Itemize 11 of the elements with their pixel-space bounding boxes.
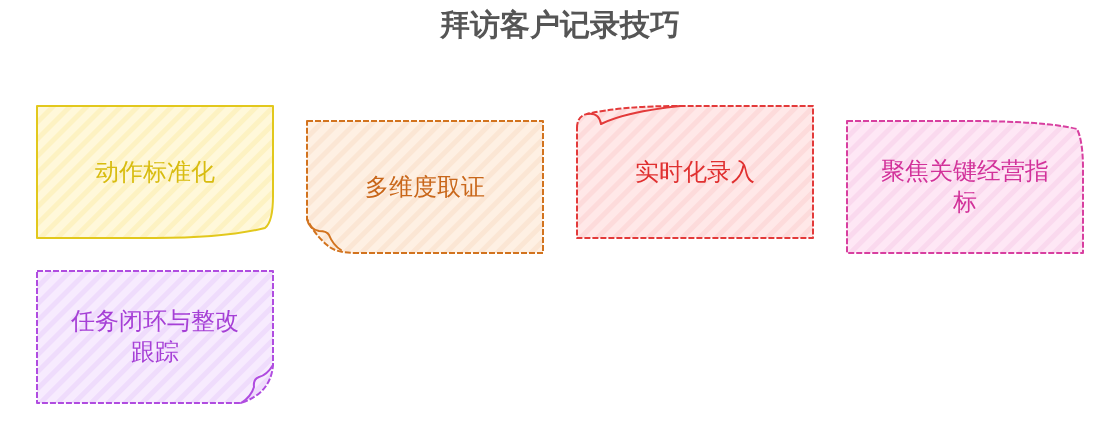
title: 拜访客户记录技巧	[438, 6, 681, 44]
sticky-note	[35, 269, 275, 405]
note-text: 实时化录入	[635, 156, 755, 188]
sticky-note	[305, 119, 545, 255]
sticky-note	[35, 104, 275, 240]
note-text: 任务闭环与整改跟踪	[70, 306, 240, 368]
note-text: 聚焦关键经营指标	[880, 156, 1050, 218]
note-text: 动作标准化	[95, 156, 215, 188]
sticky-note	[575, 104, 815, 240]
sticky-note	[845, 119, 1085, 255]
note-text: 多维度取证	[365, 171, 485, 203]
